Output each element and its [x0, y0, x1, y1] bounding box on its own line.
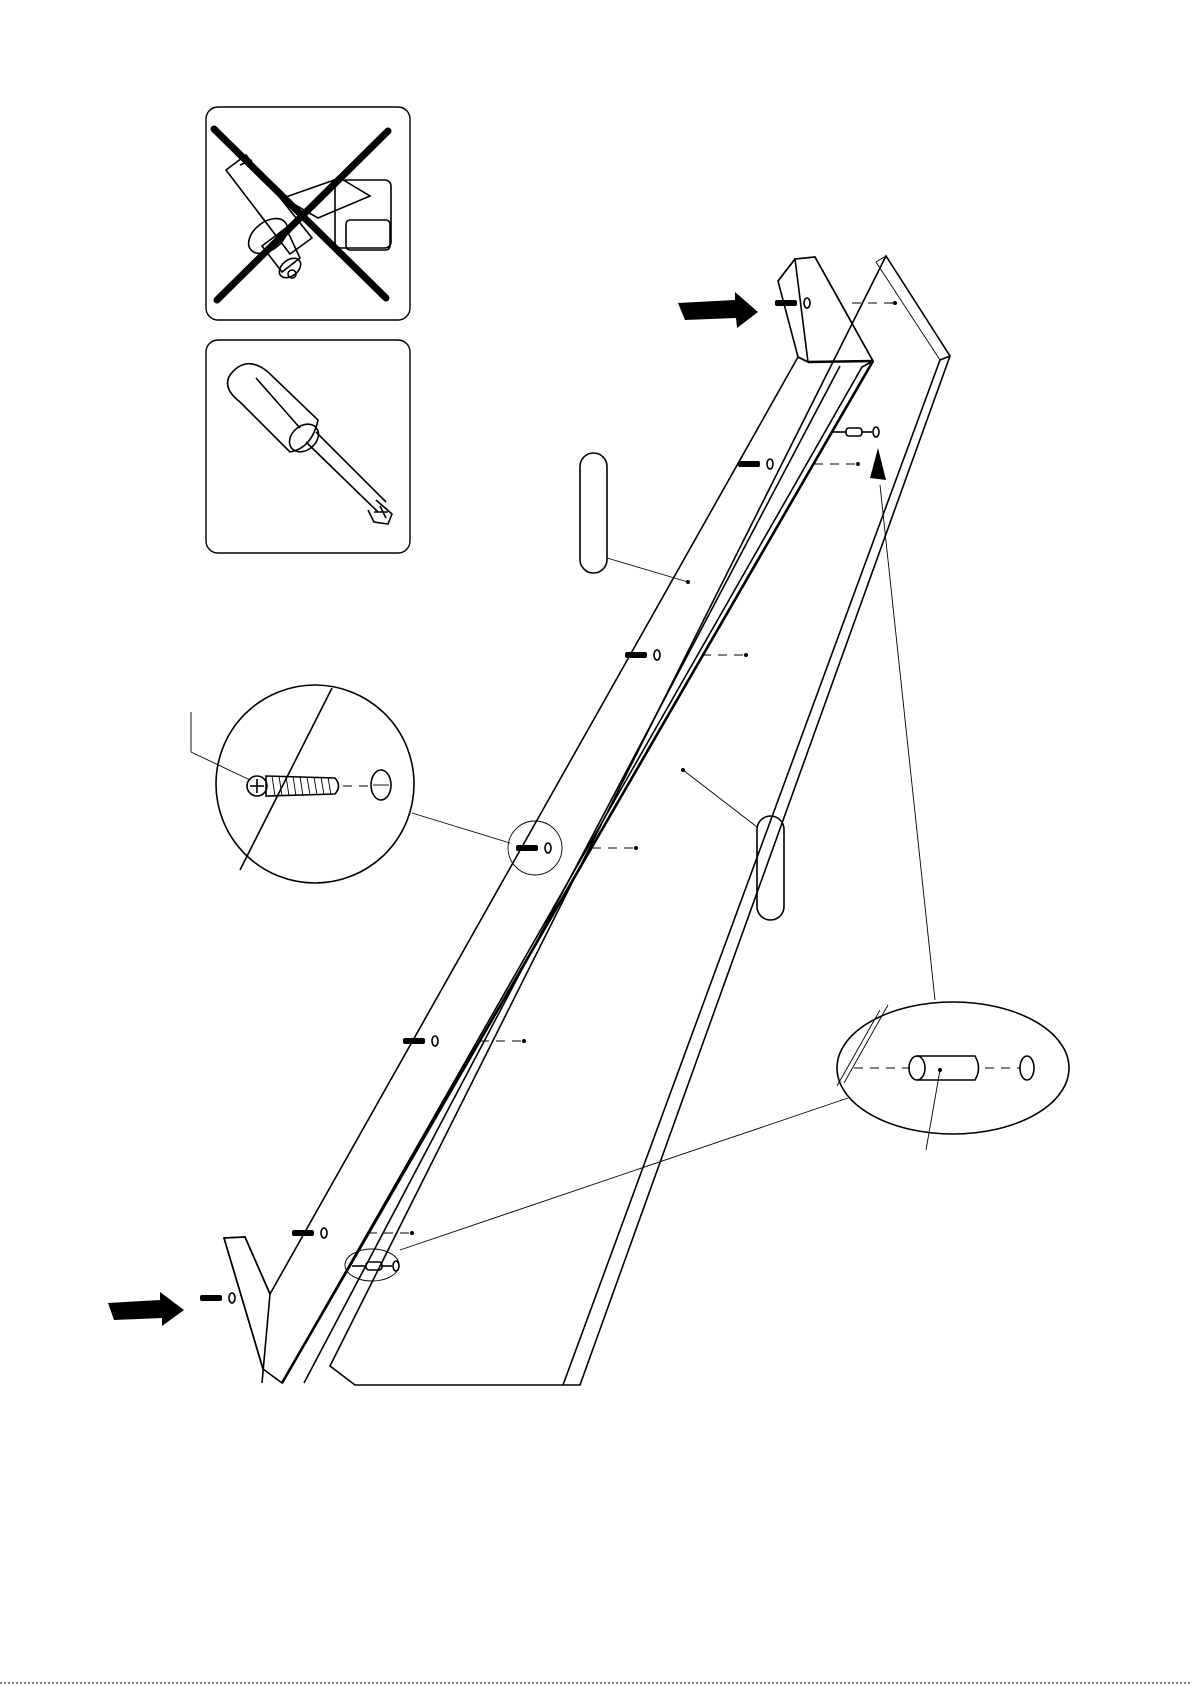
screw-1 — [738, 459, 860, 469]
part-label-rear-board — [681, 768, 784, 920]
arrow-right-icon — [108, 1292, 184, 1326]
no-power-drill-panel — [206, 107, 410, 320]
screw-bottom-end — [200, 1293, 235, 1303]
arrow-up-icon — [870, 448, 886, 480]
frame-board-rear — [330, 256, 950, 1385]
screwdriver-panel — [206, 340, 410, 553]
screw-4 — [403, 1036, 526, 1046]
screw-detail-callout — [191, 685, 562, 883]
screw-icon — [247, 770, 391, 800]
dowel-top — [832, 427, 879, 437]
part-label-front-board — [580, 453, 690, 584]
screw-top-end — [775, 298, 897, 308]
screw-3 — [516, 843, 638, 853]
dowel-icon — [854, 1056, 1034, 1150]
arrow-right-icon — [678, 292, 758, 328]
